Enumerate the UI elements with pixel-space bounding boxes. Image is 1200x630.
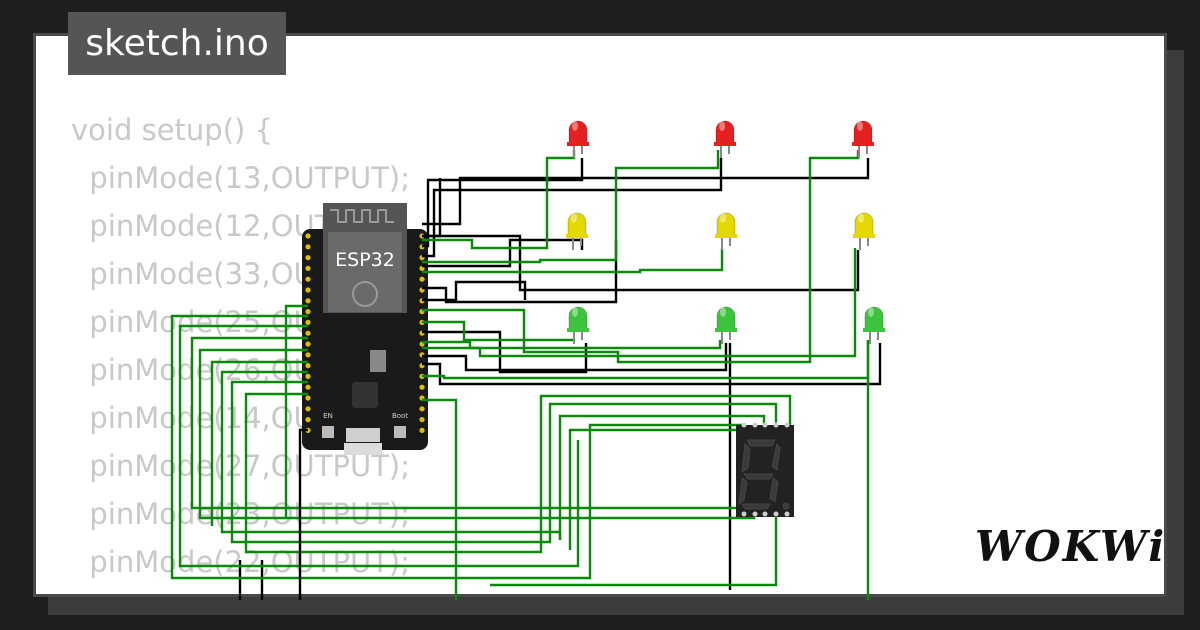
code-line: pinMode(13,OUTPUT);	[71, 161, 411, 195]
file-tab[interactable]: sketch.ino	[68, 12, 286, 75]
board-pin	[305, 287, 311, 293]
board-pin	[305, 395, 311, 401]
board-pin	[419, 406, 425, 412]
wire	[422, 234, 860, 292]
code-line: void setup() {	[71, 113, 273, 147]
wire	[422, 398, 458, 600]
wire	[198, 348, 756, 520]
wire	[422, 248, 724, 274]
wire	[568, 425, 754, 550]
wire	[210, 360, 308, 526]
board-pin	[305, 309, 311, 315]
led-group	[566, 120, 885, 344]
board-pin	[305, 373, 311, 379]
wire	[422, 320, 573, 342]
wires	[170, 150, 882, 600]
wire	[178, 324, 580, 568]
code-line: pinMode(21,OUTPUT);	[71, 586, 410, 594]
wire	[422, 340, 870, 380]
board-pin	[419, 276, 425, 282]
wire	[422, 330, 588, 374]
boot-button[interactable]	[394, 426, 406, 438]
board-pin	[419, 427, 425, 433]
wire	[548, 402, 778, 530]
code-line: pinMode(22,OUTPUT);	[71, 545, 411, 579]
board-pin	[305, 330, 311, 336]
board-label: ESP32	[335, 249, 395, 271]
board-pin	[305, 417, 311, 423]
wire	[170, 314, 744, 580]
seven-segment-display[interactable]	[736, 422, 794, 518]
board-pin	[305, 265, 311, 271]
wire	[422, 178, 442, 238]
led-yellow[interactable]	[566, 212, 588, 250]
board-pin	[305, 244, 311, 250]
en-label: EN	[323, 412, 333, 420]
board-pin	[419, 384, 425, 390]
board-pin	[305, 406, 311, 412]
wire	[422, 150, 720, 264]
led-yellow[interactable]	[715, 212, 737, 250]
led-red[interactable]	[852, 120, 874, 158]
wire	[422, 240, 618, 304]
wire	[230, 380, 552, 544]
wire	[244, 392, 543, 554]
wire	[220, 370, 562, 540]
board-pin	[305, 298, 311, 304]
wire	[422, 248, 857, 358]
board-pin	[305, 341, 311, 347]
wire	[422, 150, 576, 250]
led-green[interactable]	[715, 306, 737, 344]
wire	[422, 158, 870, 226]
en-button[interactable]	[322, 426, 334, 438]
board-pin	[305, 255, 311, 261]
wire	[539, 394, 792, 520]
led-yellow[interactable]	[853, 212, 875, 250]
wire	[422, 150, 860, 364]
wire	[284, 304, 308, 518]
wire	[422, 158, 584, 248]
code-line: pinMode(23,OUTPUT);	[71, 497, 411, 531]
led-green[interactable]	[863, 306, 885, 344]
led-red[interactable]	[714, 120, 736, 158]
wokwi-logo: WOKWi	[975, 522, 1167, 571]
led-green[interactable]	[567, 306, 589, 344]
wire	[298, 428, 308, 600]
board-pin	[305, 233, 311, 239]
espressif-logo-icon	[352, 281, 378, 307]
board-pin	[305, 384, 311, 390]
board-pin	[305, 276, 311, 282]
wire	[490, 514, 778, 587]
board-pin	[305, 363, 311, 369]
board-pin	[419, 417, 425, 423]
board-pin	[305, 352, 311, 358]
board-pin	[305, 319, 311, 325]
led-red[interactable]	[567, 120, 589, 158]
wire	[558, 414, 766, 540]
esp32-board[interactable]: ESP32 EN Boot	[302, 203, 428, 455]
pin-header-right	[419, 233, 425, 433]
wire	[422, 280, 527, 302]
wire	[422, 343, 882, 386]
boot-label: Boot	[392, 412, 408, 420]
wire	[422, 158, 723, 258]
